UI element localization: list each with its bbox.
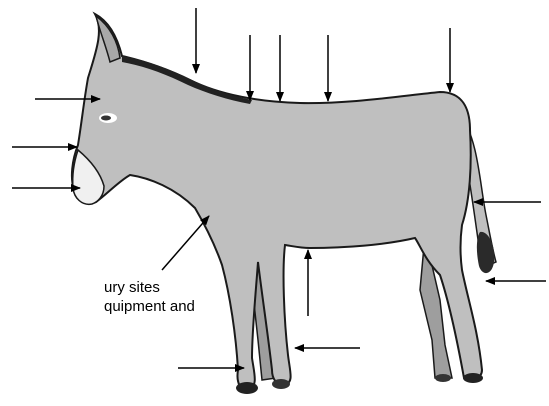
caption-line-2: quipment and: [104, 298, 195, 316]
donkey-body: [72, 14, 482, 390]
hoof-hind-near: [463, 373, 483, 383]
hoof-front-near: [236, 382, 258, 394]
caption-line-1: ury sites: [104, 279, 160, 297]
arrow-chest: [162, 216, 209, 270]
hoof-hind-far: [435, 374, 451, 382]
eye: [101, 116, 111, 121]
hoof-front-far: [272, 379, 290, 389]
tail-tuft: [477, 232, 494, 273]
caption-mask: [0, 270, 104, 326]
donkey-illustration: [72, 14, 496, 394]
